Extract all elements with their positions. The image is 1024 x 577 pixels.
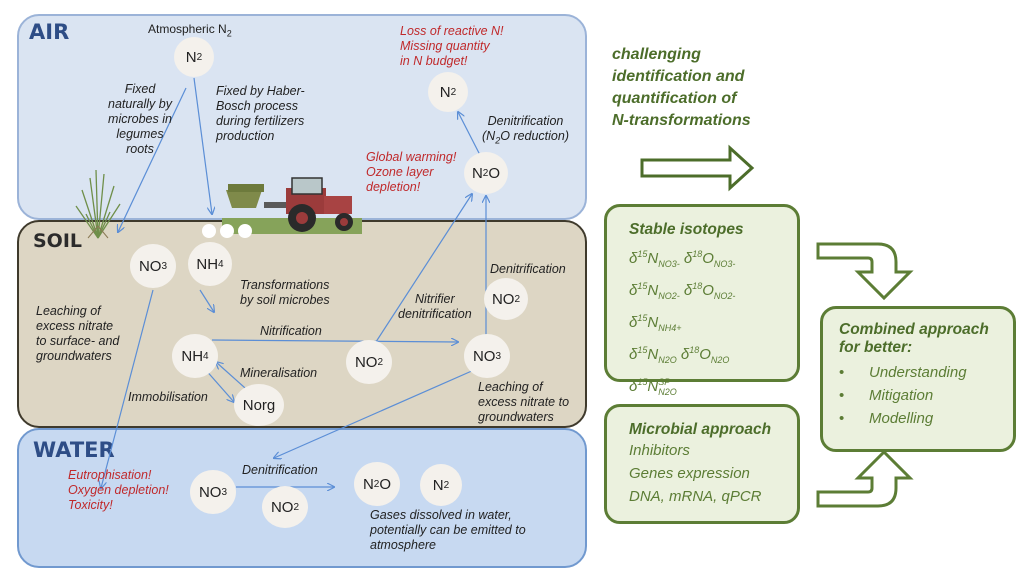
fertilizer-granule <box>202 224 216 238</box>
gases-dissolved-text: Gases dissolved in water,potentially can… <box>370 508 526 552</box>
stable-isotopes-title: Stable isotopes <box>629 221 744 238</box>
combined-item: •Mitigation <box>839 387 934 404</box>
tractor-illustration <box>222 177 362 234</box>
microbial-item: DNA, mRNA, qPCR <box>629 488 762 505</box>
stable-isotopes-box: Stable isotopes δ15NNO3- δ18ONO3- δ15NNO… <box>604 204 800 397</box>
water-denitrification-text: Denitrification <box>242 463 318 477</box>
microbial-item: Genes expression <box>629 465 750 482</box>
isotope-row: δ15NNO2- δ18ONO2- <box>629 281 736 301</box>
combined-item: •Modelling <box>839 410 934 427</box>
curve-arrow-down-icon <box>816 242 914 301</box>
microbial-list: Inhibitors Genes expression DNA, mRNA, q… <box>629 439 797 508</box>
combined-list: •Understanding •Mitigation •Modelling <box>839 361 1013 430</box>
water-title: WATER <box>33 438 115 462</box>
isotope-row: δ15NNH4+ <box>629 313 682 333</box>
arrow-fixation-natural <box>118 87 187 232</box>
soil-denitrification-text: Denitrification <box>490 262 566 276</box>
arrow-fixation-haber <box>193 77 212 214</box>
arrow-nh4-transform <box>199 289 214 312</box>
denitrification-n2o-reduction-text: Denitrification (N2O reduction) <box>482 114 569 146</box>
combined-item: •Understanding <box>839 364 967 381</box>
arrow-leaching-right <box>274 369 475 458</box>
isotope-row: δ15NNO3- δ18ONO3- <box>629 249 736 269</box>
haber-bosch-text: Fixed by Haber-Bosch process during fert… <box>216 84 305 143</box>
mineralisation-text: Mineralisation <box>240 366 318 380</box>
norg-node: Norg <box>234 384 284 426</box>
arrow-n2o-n2 <box>458 112 481 156</box>
eutrophisation-text: Eutrophisation!Oxygen depletion!Toxicity… <box>68 468 169 512</box>
arrow-nitrification <box>211 340 458 342</box>
arrow-immobilisation <box>203 367 234 402</box>
isotope-row: δ15NSPN2O <box>629 377 677 397</box>
isotope-row: δ15NN2O δ18ON2O <box>629 345 730 365</box>
arrow-nitrifier-denit <box>371 194 472 349</box>
soil-title: SOIL <box>33 230 83 252</box>
right-arrow-icon <box>640 144 755 192</box>
microbial-approach-title: Microbial approach <box>629 421 772 438</box>
curve-arrow-up-icon <box>816 449 914 508</box>
arrow-leaching-left <box>101 289 154 488</box>
microbial-item: Inhibitors <box>629 442 690 459</box>
air-title: AIR <box>29 20 70 44</box>
isotope-list: δ15NNO3- δ18ONO3- δ15NNO2- δ18ONO2- δ15N… <box>629 243 797 403</box>
fertilizer-granule <box>238 224 252 238</box>
soil-zone: SOIL <box>17 220 587 428</box>
microbial-approach-box: Microbial approach Inhibitors Genes expr… <box>604 404 800 524</box>
atmospheric-n2-label: Atmospheric N2 <box>148 22 232 39</box>
immobilisation-text: Immobilisation <box>128 390 208 404</box>
legume-plant-illustration <box>75 169 121 239</box>
fertilizer-granule <box>220 224 234 238</box>
nitrification-text: Nitrification <box>260 324 322 338</box>
